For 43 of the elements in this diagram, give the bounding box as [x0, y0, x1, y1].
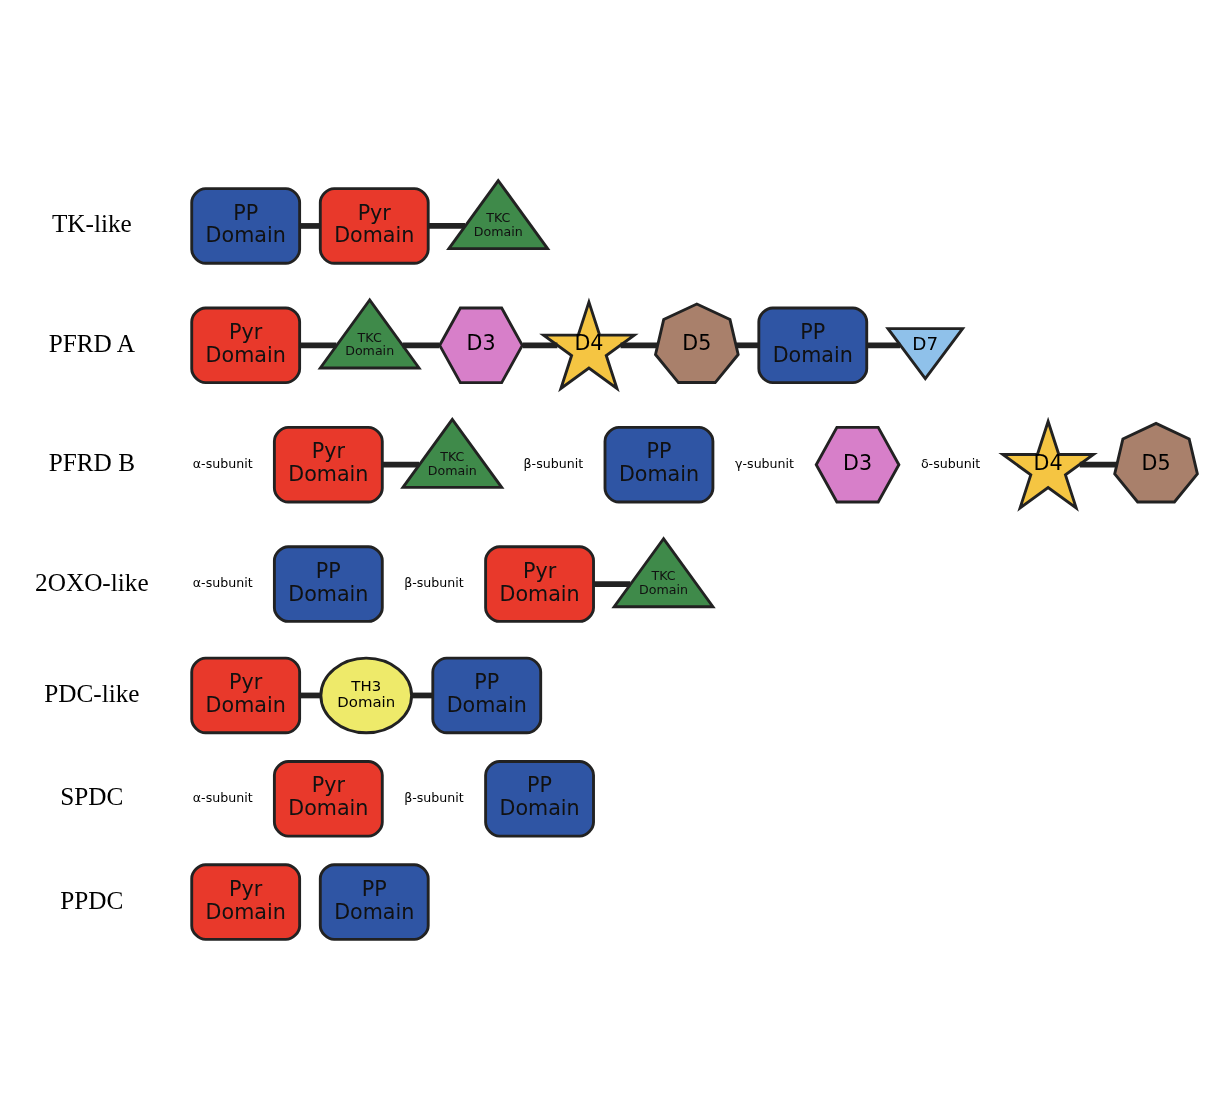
label: δ-subunit [920, 455, 981, 471]
label: β-subunit [523, 455, 584, 471]
label: γ-subunit [735, 455, 795, 471]
label: β-subunit [404, 789, 464, 805]
node-box: PP Domain [318, 863, 430, 941]
label: β-subunit [404, 575, 464, 591]
node-box: Pyr Domain [190, 656, 302, 735]
connector [299, 692, 321, 699]
connector [522, 342, 558, 349]
connector [411, 692, 433, 699]
node-ellipse: TH3 Domain [319, 656, 413, 735]
label: PFRD B [48, 448, 136, 477]
label: PPDC [60, 885, 124, 914]
label: TK-like [51, 209, 132, 238]
connector [620, 342, 658, 349]
label: SPDC [60, 782, 124, 811]
node-box: Pyr Domain [190, 306, 302, 385]
label: α-subunit [192, 575, 253, 591]
connector [402, 342, 440, 349]
label: α-subunit [192, 455, 253, 471]
node-box: Pyr Domain [272, 760, 384, 838]
connector [1079, 461, 1117, 468]
label: PDC-like [44, 678, 140, 707]
connector [736, 342, 759, 349]
node-box: Pyr Domain [484, 545, 595, 623]
connector [382, 461, 420, 468]
node-box: Pyr Domain [190, 863, 302, 941]
label: PFRD A [48, 328, 136, 357]
node-box: PP Domain [757, 306, 869, 385]
node-box: PP Domain [603, 425, 715, 504]
connector [299, 342, 337, 349]
node-box: Pyr Domain [318, 187, 430, 265]
node-box: PP Domain [272, 545, 384, 623]
node-box: PP Domain [190, 187, 302, 265]
connector [428, 223, 465, 229]
label: α-subunit [192, 789, 253, 805]
label: 2OXO-like [35, 567, 149, 596]
node-box: PP Domain [484, 760, 595, 838]
connector [593, 581, 631, 587]
connector [866, 342, 901, 349]
node-box: PP Domain [431, 656, 543, 735]
connector [299, 223, 321, 229]
node-box: Pyr Domain [272, 425, 384, 504]
